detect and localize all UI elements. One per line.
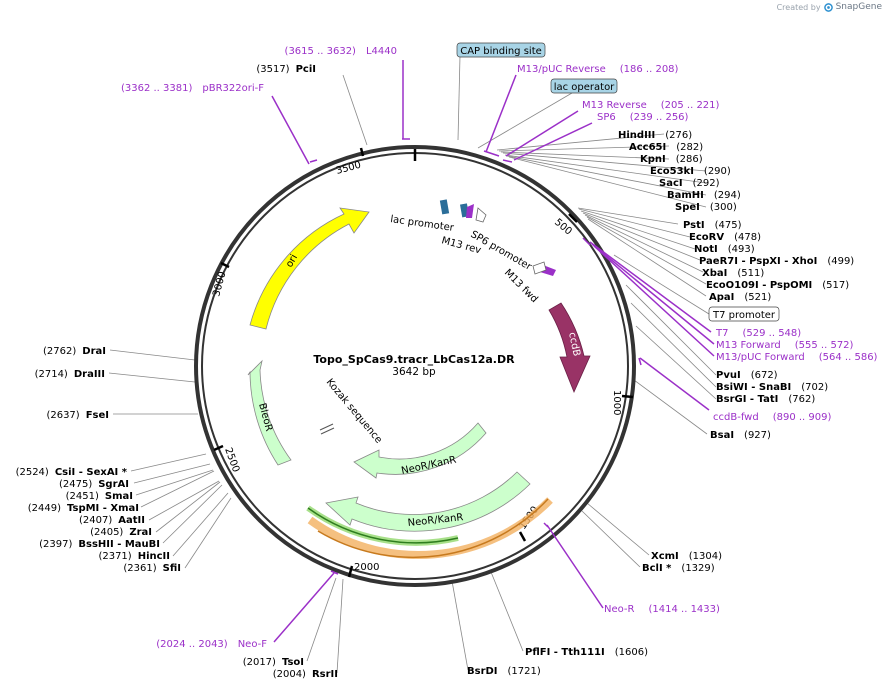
primer-markers	[271, 60, 715, 643]
site-label: BsrGI - TatI(762)	[716, 394, 815, 405]
primer-label: SP6(239 .. 256)	[597, 112, 689, 123]
site-label: XcmI(1304)	[651, 551, 722, 562]
site-label: (2361)SfiI	[123, 563, 181, 574]
primer-label: M13/pUC Forward(564 .. 586)	[716, 352, 878, 363]
site-label: (2762)DraI	[43, 346, 106, 357]
orf-arcs	[306, 497, 553, 559]
boxed-label-lac-operator: lac operator	[554, 82, 615, 93]
site-label: (2371)HincII	[98, 551, 170, 562]
plasmid-name: Topo_SpCas9.tracr_LbCas12a.DR	[313, 353, 515, 366]
site-label: EcoO109I - PspOMI(517)	[706, 280, 849, 291]
site-label: (2407)AatII	[79, 515, 145, 526]
kozak-label: Kozak sequence	[324, 377, 384, 446]
primer-label: ccdB-fwd(890 .. 909)	[713, 412, 831, 423]
tick-label: 1000	[611, 390, 622, 415]
snapgene-logo-icon	[823, 2, 833, 12]
restriction-site-labels: (3517) PciI HindIII(276) Acc65I(282) KpnI…	[16, 64, 855, 680]
site-label: (3517) PciI	[256, 64, 316, 75]
primer-label: Neo-R(1414 .. 1433)	[604, 604, 720, 615]
site-pos: (3517)	[256, 64, 289, 75]
site-label: NotI(493)	[694, 244, 755, 255]
site-label: BclI *(1329)	[642, 563, 715, 574]
site-label: BamHI(294)	[667, 190, 741, 201]
boxed-labels: CAP binding site lac operator T7 promote…	[456, 42, 780, 322]
primer-label: (3615 .. 3632)L4440	[285, 46, 397, 57]
ccdB-feature: ccdB	[548, 302, 591, 394]
site-label: (2637)FseI	[46, 410, 109, 421]
site-label: EcoRV(478)	[689, 232, 761, 243]
position-markers	[213, 147, 634, 578]
credit-brand: SnapGene	[835, 2, 882, 12]
site-label: ApaI(521)	[709, 292, 771, 303]
site-label: (2397)BssHII - MauBI	[39, 539, 160, 550]
site-name: PciI	[296, 64, 316, 75]
site-label: (2475)SgrAI	[59, 479, 129, 490]
site-label: BsaI(927)	[710, 430, 771, 441]
bleoR-feature: BleoR	[247, 359, 292, 466]
site-label: Eco53kI(290)	[650, 166, 731, 177]
site-label: BsrDI(1721)	[467, 666, 541, 677]
ori-feature: ori	[249, 207, 370, 330]
site-label: BsiWI - SnaBI(702)	[716, 382, 828, 393]
boxed-label-cap: CAP binding site	[460, 46, 542, 57]
site-label: HindIII(276)	[618, 130, 692, 141]
site-label: (2524)CsiI - SexAI *	[16, 467, 128, 478]
primer-label: M13 Reverse(205 .. 221)	[582, 100, 720, 111]
ccdB-label: ccdB	[566, 331, 582, 357]
neoR-feature-2: NeoR/KanR	[325, 471, 531, 532]
site-label: PaeR7I - PspXI - XhoI(499)	[699, 256, 854, 267]
site-label: (2451)SmaI	[66, 491, 133, 502]
site-label: (2449)TspMI - XmaI	[28, 503, 139, 514]
primer-label: (2024 .. 2043)Neo-F	[156, 639, 267, 650]
m13-fwd-label: M13 fwd	[502, 267, 540, 305]
primer-label: T7(529 .. 548)	[715, 328, 801, 339]
boxed-label-t7-promoter: T7 promoter	[712, 310, 776, 321]
credit: Created by SnapGene	[777, 2, 882, 12]
primer-label: (3362 .. 3381)pBR322ori-F	[121, 83, 264, 94]
lac-promoter-label: lac promoter	[390, 214, 456, 234]
tick-label: 2000	[354, 562, 379, 573]
site-label: XbaI(511)	[702, 268, 764, 279]
site-label: PstI(475)	[683, 220, 742, 231]
site-label: SacI(292)	[659, 178, 720, 189]
site-label: (2405)ZraI	[90, 527, 152, 538]
site-label: (2004)RsrII	[273, 669, 338, 680]
site-label: (2017)TsoI	[243, 657, 304, 668]
credit-prefix: Created by	[776, 2, 821, 12]
site-label: PvuI(672)	[716, 370, 778, 381]
primer-label: M13 Forward(555 .. 572)	[716, 340, 854, 351]
site-label: SpeI(300)	[675, 202, 737, 213]
feature-labels: lac promoter M13 rev SP6 promoter M13 fw…	[324, 214, 540, 446]
tick-label: 2500	[222, 446, 241, 474]
primer-labels: (3615 .. 3632)L4440 (3362 .. 3381)pBR322…	[121, 46, 878, 650]
primer-label: M13/pUC Reverse(186 .. 208)	[517, 64, 679, 75]
site-label: KpnI(286)	[640, 154, 703, 165]
site-connectors	[108, 55, 717, 674]
site-label: Acc65I(282)	[629, 142, 703, 153]
site-label: (2714)DraIII	[35, 369, 105, 380]
plasmid-size: 3642 bp	[392, 366, 436, 378]
site-label: PflFI - Tth111I(1606)	[525, 647, 648, 658]
lac-promoter-feature	[319, 199, 556, 435]
